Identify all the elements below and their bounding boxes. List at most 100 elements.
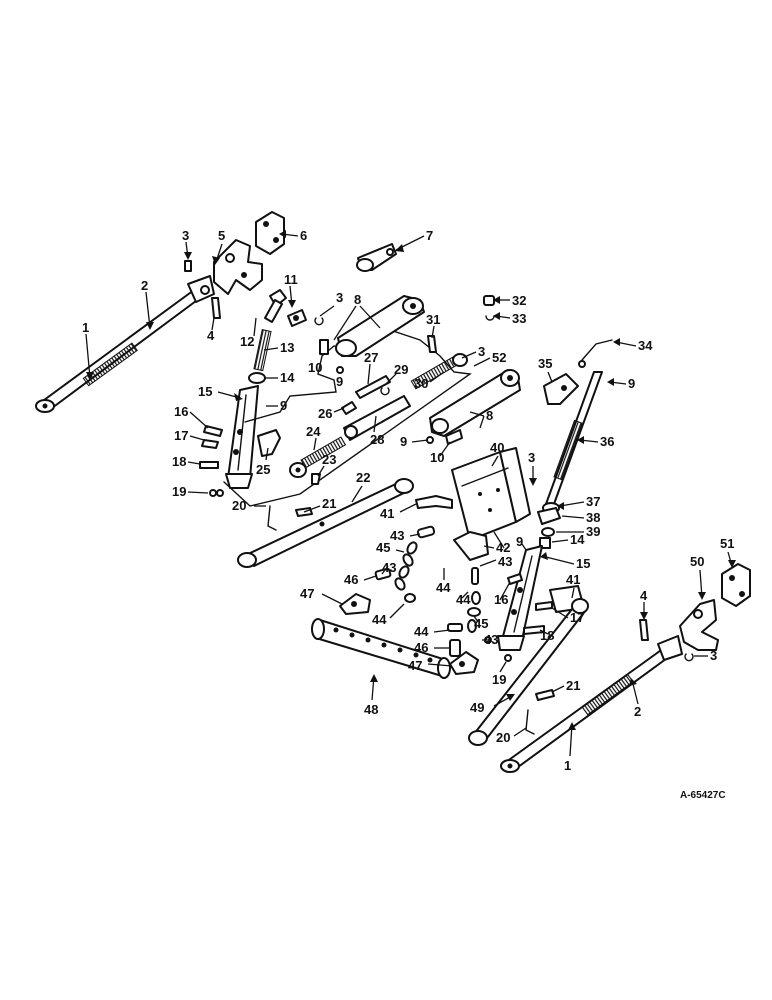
callout-47b: 47 bbox=[408, 658, 422, 673]
callout-44c: 44 bbox=[372, 612, 387, 627]
callout-14: 14 bbox=[280, 370, 295, 385]
left-lower-link-rod bbox=[35, 275, 215, 413]
callout-21b: 21 bbox=[566, 678, 580, 693]
callout-5: 5 bbox=[218, 228, 225, 243]
clevis-pin-group bbox=[287, 309, 324, 327]
callout-18b: 18 bbox=[540, 628, 554, 643]
callout-49: 49 bbox=[470, 700, 484, 715]
bolt-31 bbox=[427, 335, 437, 353]
callout-10b: 10 bbox=[430, 450, 444, 465]
callout-1b: 1 bbox=[564, 758, 571, 773]
callout-35: 35 bbox=[538, 356, 552, 371]
callout-11: 11 bbox=[284, 272, 298, 287]
callout-9b: 9 bbox=[336, 374, 343, 389]
callout-13: 13 bbox=[280, 340, 294, 355]
adjusting-link bbox=[257, 353, 468, 485]
right-lower-link bbox=[468, 598, 589, 746]
callout-32: 32 bbox=[512, 293, 526, 308]
callout-52: 52 bbox=[492, 350, 506, 365]
callout-50: 50 bbox=[690, 554, 704, 569]
callout-6: 6 bbox=[300, 228, 307, 243]
callout-22: 22 bbox=[356, 470, 370, 485]
callout-38: 38 bbox=[586, 510, 600, 525]
part-7-arm bbox=[356, 243, 397, 272]
callout-14b: 14 bbox=[570, 532, 585, 547]
drawbar bbox=[311, 593, 479, 679]
callout-3c: 3 bbox=[478, 344, 485, 359]
callout-44d: 44 bbox=[414, 624, 429, 639]
top-link bbox=[319, 295, 425, 374]
callout-37: 37 bbox=[586, 494, 600, 509]
callout-3e: 3 bbox=[710, 648, 717, 663]
callout-16b: 16 bbox=[494, 592, 508, 607]
pin-32-33 bbox=[483, 295, 495, 321]
callout-43c: 43 bbox=[498, 554, 512, 569]
right-lift-rod bbox=[497, 545, 553, 662]
callout-25: 25 bbox=[256, 462, 270, 477]
callout-18: 18 bbox=[172, 454, 186, 469]
callout-15b: 15 bbox=[576, 556, 590, 571]
callout-48: 48 bbox=[364, 702, 378, 717]
callout-30: 30 bbox=[414, 376, 428, 391]
callout-45b: 45 bbox=[474, 616, 488, 631]
callout-2b: 2 bbox=[634, 704, 641, 719]
callout-43b: 43 bbox=[382, 560, 396, 575]
right-lower-rod bbox=[500, 635, 683, 773]
check-chain-left bbox=[374, 525, 436, 603]
callout-36: 36 bbox=[600, 434, 614, 449]
left-lift-rod bbox=[199, 289, 287, 497]
callout-10: 10 bbox=[308, 360, 322, 375]
callout-4: 4 bbox=[207, 328, 215, 343]
callout-19b: 19 bbox=[492, 672, 506, 687]
callout-46b: 46 bbox=[414, 640, 428, 655]
callout-2: 2 bbox=[141, 278, 148, 293]
drawbar-bracket bbox=[451, 447, 531, 541]
callout-44: 44 bbox=[436, 580, 451, 595]
left-upper-bracket bbox=[184, 211, 285, 319]
right-upper-bracket bbox=[639, 563, 751, 662]
left-lower-link bbox=[237, 478, 414, 568]
callout-20b: 20 bbox=[496, 730, 510, 745]
callout-9: 9 bbox=[280, 398, 287, 413]
callout-24: 24 bbox=[306, 424, 321, 439]
callout-39: 39 bbox=[586, 524, 600, 539]
callout-4b: 4 bbox=[640, 588, 648, 603]
callout-19: 19 bbox=[172, 484, 186, 499]
callout-41: 41 bbox=[380, 506, 394, 521]
callout-9d: 9 bbox=[628, 376, 635, 391]
callout-29: 29 bbox=[394, 362, 408, 377]
callout-40: 40 bbox=[490, 440, 504, 455]
second-top-link bbox=[426, 369, 579, 445]
callout-17: 17 bbox=[174, 428, 188, 443]
callout-43: 43 bbox=[390, 528, 404, 543]
callout-9e: 9 bbox=[516, 534, 523, 549]
callout-34: 34 bbox=[638, 338, 653, 353]
callout-33: 33 bbox=[512, 311, 526, 326]
callout-28: 28 bbox=[370, 432, 384, 447]
callout-3b: 3 bbox=[336, 290, 343, 305]
callout-15: 15 bbox=[198, 384, 212, 399]
callout-20: 20 bbox=[232, 498, 246, 513]
callout-43d: 43 bbox=[484, 632, 498, 647]
callout-21: 21 bbox=[322, 496, 336, 511]
callout-23: 23 bbox=[322, 452, 336, 467]
callout-labels: 1 2 3 4 5 6 7 8 9 10 11 12 13 14 15 16 1… bbox=[82, 228, 734, 773]
callout-44b: 44 bbox=[456, 592, 471, 607]
callout-8: 8 bbox=[354, 292, 361, 307]
callout-51: 51 bbox=[720, 536, 734, 551]
callout-leaders bbox=[85, 230, 736, 757]
callout-31: 31 bbox=[426, 312, 440, 327]
bracket-42 bbox=[453, 531, 489, 561]
callout-42: 42 bbox=[496, 540, 510, 555]
callout-16: 16 bbox=[174, 404, 188, 419]
callout-3d: 3 bbox=[528, 450, 535, 465]
callout-41b: 41 bbox=[566, 572, 580, 587]
callout-26: 26 bbox=[318, 406, 332, 421]
callout-9c: 9 bbox=[400, 434, 407, 449]
callout-1: 1 bbox=[82, 320, 89, 335]
callout-7: 7 bbox=[426, 228, 433, 243]
callout-46: 46 bbox=[344, 572, 358, 587]
callout-27: 27 bbox=[364, 350, 378, 365]
